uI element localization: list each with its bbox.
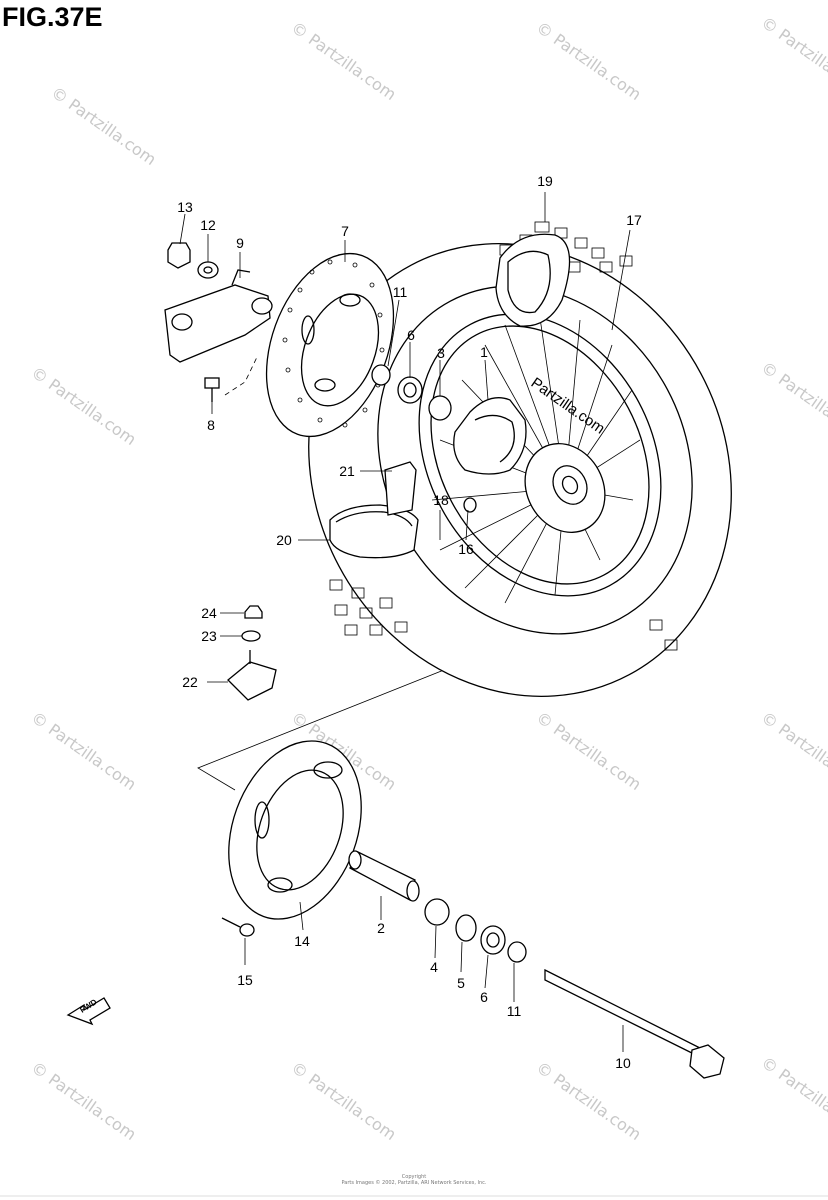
watermark-text: © Partzilla.com — [48, 83, 160, 169]
spoke-nipple-part — [463, 497, 477, 513]
callout-15: 15 — [237, 972, 253, 988]
axle-spacer-part — [424, 898, 450, 926]
callout-labels: 1 2 3 4 5 6 6 7 8 9 10 11 11 12 13 14 15… — [177, 173, 642, 1071]
figure-title: FIG.37E — [2, 2, 103, 32]
copyright-line-1: Copyright — [402, 1174, 426, 1180]
watermark-text: © Partzilla.com — [758, 1053, 828, 1139]
bearing-part — [397, 376, 423, 404]
tire-section-part — [495, 233, 571, 327]
hub — [524, 442, 606, 534]
rim-band-part — [329, 504, 419, 559]
rear-collar-part — [507, 941, 527, 963]
callout-7: 7 — [341, 223, 349, 239]
callout-5: 5 — [457, 975, 465, 991]
callout-22: 22 — [182, 674, 198, 690]
circlip-part — [455, 914, 477, 942]
callout-4: 4 — [430, 959, 438, 975]
callout-11-lower: 11 — [507, 1003, 522, 1019]
watermark-text: © Partzilla.com — [288, 18, 400, 104]
rim-lock-nut-part — [244, 605, 263, 619]
watermark-text: © Partzilla.com — [533, 708, 645, 794]
watermark-text: © Partzilla.com — [758, 358, 828, 444]
copyright-line-2: Parts Images © 2002, Partzilla, ARI Netw… — [342, 1179, 487, 1186]
rim-lock-part — [227, 661, 277, 701]
callout-9: 9 — [236, 235, 244, 251]
callout-14: 14 — [294, 933, 310, 949]
brake-hub-cover-part — [453, 397, 527, 475]
callout-1: 1 — [480, 344, 488, 360]
watermark-text: © Partzilla.com — [758, 708, 828, 794]
sprocket-bolt-part — [221, 917, 255, 937]
rim-lock-washer-part — [241, 630, 261, 642]
callout-19: 19 — [537, 173, 553, 189]
watermark-text: © Partzilla.com — [758, 13, 828, 99]
nut-part — [167, 242, 191, 269]
callout-2: 2 — [377, 920, 385, 936]
watermark-text: © Partzilla.com — [28, 1058, 140, 1144]
watermark-text: © Partzilla.com — [28, 363, 140, 449]
callout-16: 16 — [458, 541, 474, 557]
axle-collar-part — [348, 850, 420, 902]
rim-plate-part — [384, 461, 417, 516]
watermark-text: © Partzilla.com — [288, 1058, 400, 1144]
collar-part — [371, 364, 391, 386]
caliper-bracket-part — [164, 269, 273, 363]
callout-18: 18 — [433, 492, 449, 508]
callout-20: 20 — [276, 532, 292, 548]
callout-6-lower: 6 — [480, 989, 488, 1005]
callout-24: 24 — [201, 605, 217, 621]
callout-6-upper: 6 — [407, 327, 415, 343]
callout-10: 10 — [615, 1055, 631, 1071]
watermark-text: © Partzilla.com — [533, 18, 645, 104]
callout-8: 8 — [207, 417, 215, 433]
callout-3: 3 — [437, 345, 445, 361]
rear-bearing-part — [480, 925, 506, 955]
callout-13: 13 — [177, 199, 193, 215]
fwd-direction-marker: FWD — [66, 997, 111, 1026]
callout-11-upper: 11 — [393, 284, 408, 300]
leader-lines — [179, 192, 631, 1052]
callout-21: 21 — [339, 463, 355, 479]
callout-23: 23 — [201, 628, 217, 644]
washer-part — [197, 261, 219, 279]
axle-part — [544, 968, 725, 1079]
watermark-text: © Partzilla.com — [28, 708, 140, 794]
callout-17: 17 — [626, 212, 642, 228]
bolt-part — [204, 354, 259, 402]
spacer-part — [428, 395, 452, 421]
rim — [418, 313, 662, 597]
callout-12: 12 — [200, 217, 216, 233]
